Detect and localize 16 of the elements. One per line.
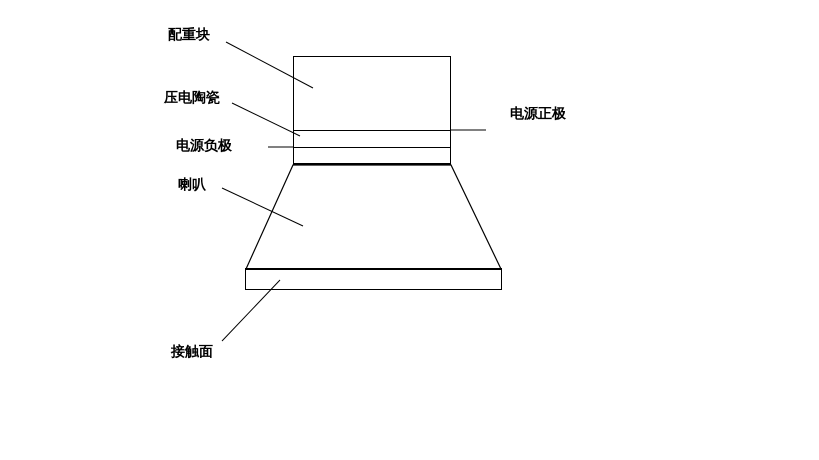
part-label: 配重块: [168, 27, 210, 43]
horn-trapezoid: [245, 164, 502, 270]
layer-block: [245, 268, 502, 290]
leader-line: [232, 102, 300, 136]
part-label: 喇叭: [178, 177, 206, 193]
layer-block: [293, 56, 451, 131]
layer-block: [293, 130, 451, 148]
part-label: 压电陶瓷: [164, 90, 220, 106]
leader-line: [226, 42, 314, 88]
part-label: 电源负极: [176, 138, 232, 154]
part-label: 接触面: [171, 344, 213, 360]
leader-line: [268, 146, 294, 148]
leader-line: [222, 280, 280, 342]
layer-block: [293, 147, 451, 165]
part-label: 电源正极: [510, 106, 566, 122]
leader-line: [222, 188, 304, 226]
